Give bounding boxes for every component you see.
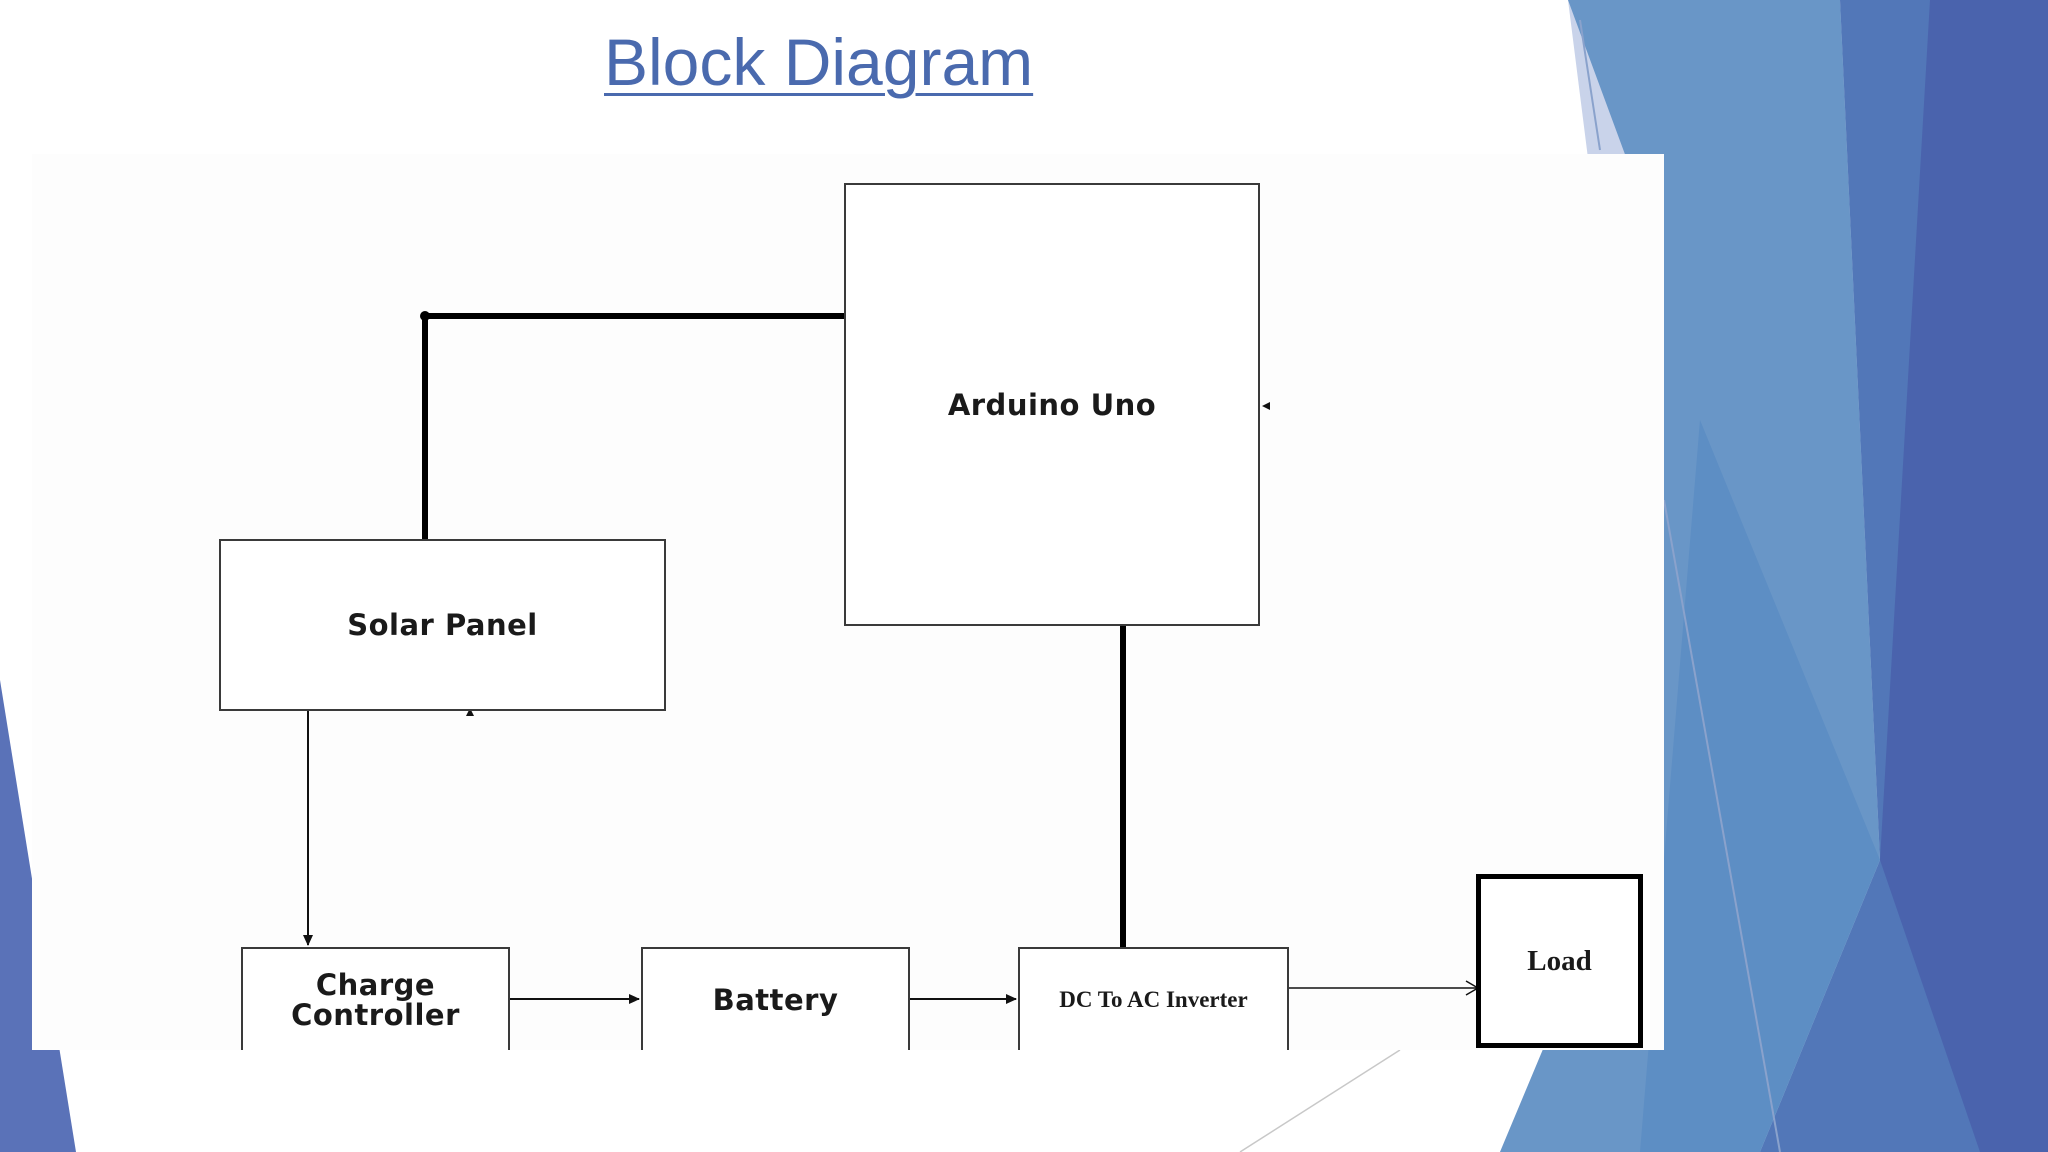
tick-mark	[1262, 402, 1270, 410]
slide-title: Block Diagram	[604, 25, 1034, 99]
tick-mark	[466, 708, 474, 716]
charge-controller-block: Charge Controller	[241, 947, 510, 1050]
solar-panel-label: Solar Panel	[347, 608, 538, 642]
inverter-block: DC To AC Inverter	[1018, 947, 1289, 1050]
arduino-uno-label: Arduino Uno	[947, 387, 1157, 422]
deco-facet-teal	[1640, 420, 1880, 1152]
connector-junction-dot	[420, 311, 430, 321]
arduino-uno-block: Arduino Uno	[844, 183, 1260, 626]
charge-controller-label-line2: Controller	[291, 997, 460, 1032]
inverter-label: DC To AC Inverter	[1059, 986, 1248, 1012]
battery-label: Battery	[712, 982, 839, 1017]
deco-line	[1579, 19, 1601, 151]
deco-line	[1663, 499, 1781, 1152]
load-block: Load	[1476, 874, 1643, 1048]
deco-facet-dark	[1880, 0, 2048, 1152]
battery-block: Battery	[641, 947, 910, 1050]
solar-panel-block: Solar Panel	[219, 539, 666, 711]
charge-controller-label: Charge Controller	[291, 970, 460, 1030]
deco-line	[1239, 1049, 1401, 1152]
load-label: Load	[1527, 945, 1592, 977]
connector-solar-arduino	[422, 313, 844, 539]
charge-controller-label-line1: Charge	[315, 967, 436, 1002]
